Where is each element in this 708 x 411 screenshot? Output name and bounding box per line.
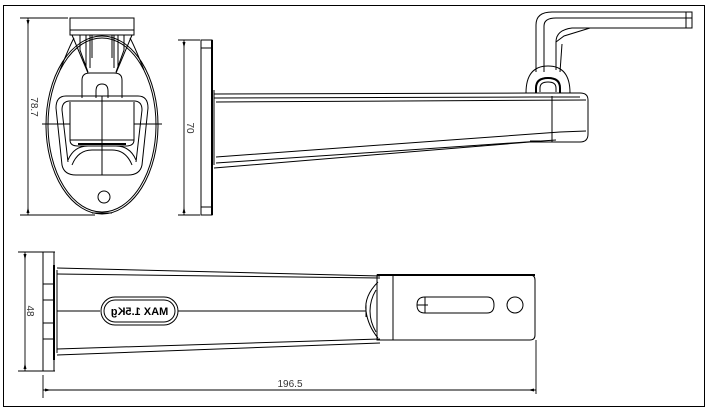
max-load-label: MAX 1.5Kg [111,306,168,318]
mounting-hole [97,190,111,204]
drawing-frame [3,5,705,407]
bottom-view: 48 MAX 1.5Kg [18,251,537,398]
dimension-196-5: 196.5 [277,379,302,390]
front-view: 78.7 [20,17,162,216]
dimension-78-7: 78.7 [28,97,39,117]
dimension-70: 70 [184,122,195,134]
side-view: 70 [178,11,693,216]
dimension-48: 48 [24,305,35,317]
adjustment-slot [416,296,495,314]
bracket-hole [506,296,524,314]
